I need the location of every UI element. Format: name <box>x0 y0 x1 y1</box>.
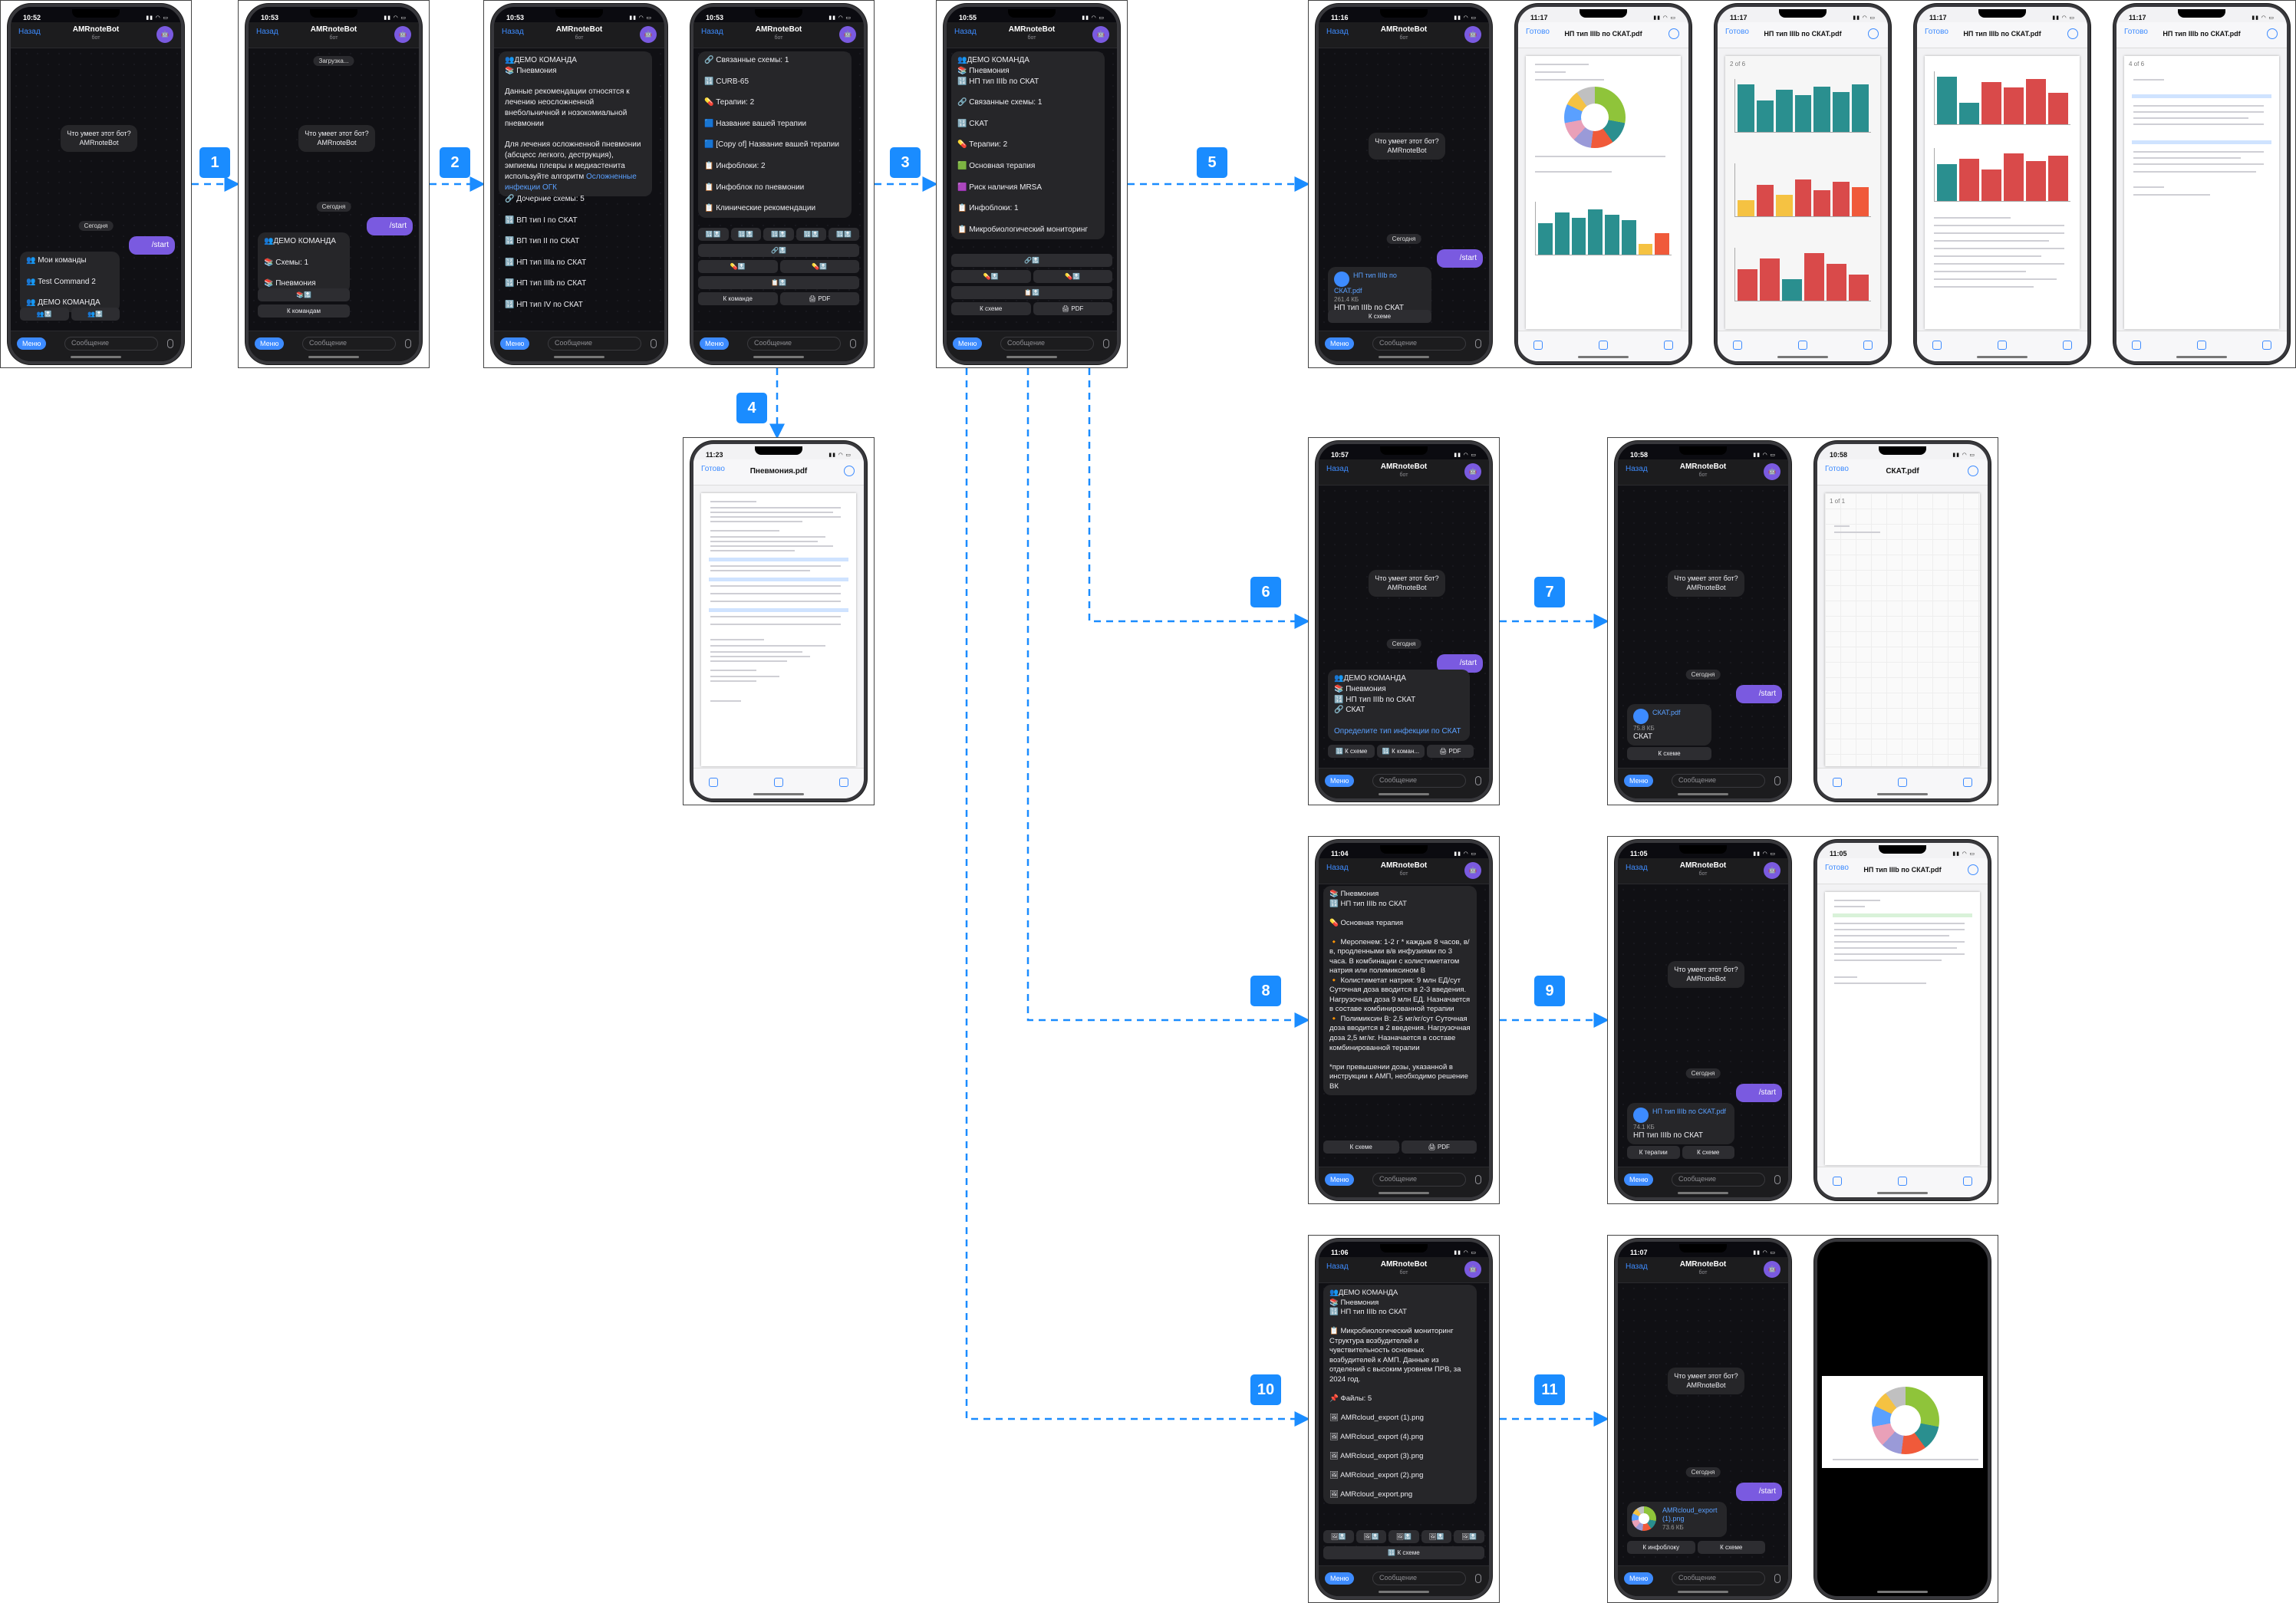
kb-button[interactable]: 👥🔝 <box>71 308 120 321</box>
bot-intro: Что умеет этот бот? AMRnoteBot <box>298 125 375 152</box>
more-icon[interactable] <box>844 466 855 476</box>
to-scheme-button[interactable]: К схеме <box>951 302 1031 315</box>
mic-icon[interactable] <box>405 339 411 348</box>
step-badge-5: 5 <box>1197 147 1227 178</box>
donut-chart <box>1872 1387 1939 1454</box>
child-schemes: 🔗 Дочерние схемы: 5 🔢 ВП тип I по СКАТ 🔢… <box>505 195 587 309</box>
donut-chart <box>1564 87 1626 148</box>
complicated-infections-link[interactable]: Осложненные инфекции ОГК <box>505 172 637 192</box>
kb-button[interactable]: 👥🔝 <box>20 308 69 321</box>
to-team-button[interactable]: К команде <box>698 292 778 305</box>
bot-intro: Что умеет этот бот? AMRnoteBot <box>61 125 137 152</box>
file-icon <box>1334 272 1349 287</box>
image-preview <box>1822 1376 1983 1468</box>
page-indicator: 2 of 6 <box>1730 61 1746 67</box>
bot-message: 👥ДЕМО КОМАНДА 📚 Пневмония Данные рекомен… <box>499 51 652 197</box>
arrow-8 <box>1026 368 1310 1028</box>
step-badge-3: 3 <box>890 147 921 178</box>
file-name: НП тип IIIb по СКАТ.pdf <box>1334 272 1397 295</box>
bot-avatar[interactable]: 🤖 <box>394 26 411 43</box>
message-input[interactable]: Сообщение <box>64 337 158 351</box>
pdf-button[interactable]: 🖨 PDF <box>1033 302 1112 315</box>
to-commands-button[interactable]: К командам <box>258 304 350 318</box>
back-button[interactable]: Назад <box>18 28 41 36</box>
step-badge-11: 11 <box>1534 1374 1565 1405</box>
done-button[interactable]: Готово <box>701 465 725 473</box>
image-viewer <box>1814 1239 1991 1599</box>
bot-message: 👥ДЕМО КОМАНДА 📚 Пневмония 🔢 НП тип IIIb … <box>951 51 1105 239</box>
mic-icon[interactable] <box>167 339 173 348</box>
step-badge-8: 8 <box>1250 976 1281 1006</box>
step-badge-9: 9 <box>1534 976 1565 1006</box>
bot-message: 👥ДЕМО КОМАНДА 📚 Пневмония 🔢 НП тип IIIb … <box>1328 670 1470 741</box>
determine-type-link[interactable]: Определите тип инфекции по СКАТ <box>1334 726 1461 736</box>
chat-title: AMRnoteBot <box>72 25 120 34</box>
back-button[interactable]: Назад <box>256 28 278 36</box>
step-badge-1: 1 <box>199 147 230 178</box>
bot-avatar[interactable]: 🤖 <box>156 26 173 43</box>
pdf-title: Пневмония.pdf <box>749 467 808 476</box>
therapy-message: 📚 Пневмония 🔢 НП тип IIIb по СКАТ 💊 Осно… <box>1323 886 1477 1096</box>
menu-button[interactable]: Меню <box>17 337 47 350</box>
date-label: Сегодня <box>78 221 114 231</box>
bar-chart <box>1535 202 1672 255</box>
arrow-10 <box>965 368 1310 1427</box>
to-scheme-button[interactable]: К схеме <box>1328 310 1431 323</box>
start-command: /start <box>129 236 175 255</box>
step-badge-7: 7 <box>1534 577 1565 607</box>
step-badge-6: 6 <box>1250 577 1281 607</box>
loading-label: Загрузка... <box>313 56 354 66</box>
bot-message: 🔗 Связанные схемы: 1 🔢 CURB-65 💊 Терапии… <box>698 51 852 218</box>
bot-message: 👥ДЕМО КОМАНДА 📚 Схемы: 1 📚 Пневмония <box>258 232 350 293</box>
pdf-page <box>701 493 856 766</box>
bot-message: 👥 Мои команды 👥 Test Command 2 👥 ДЕМО КО… <box>20 252 120 312</box>
step-badge-4: 4 <box>736 393 767 423</box>
step-badge-2: 2 <box>440 147 470 178</box>
pdf-button[interactable]: 🖨 PDF <box>779 292 859 305</box>
step-badge-10: 10 <box>1250 1374 1281 1405</box>
infoblock-message: 👥ДЕМО КОМАНДА 📚 Пневмония 🔢 НП тип IIIb … <box>1323 1285 1477 1504</box>
kb-button[interactable]: 📚🔝 <box>258 288 350 301</box>
image-thumb <box>1632 1506 1656 1531</box>
